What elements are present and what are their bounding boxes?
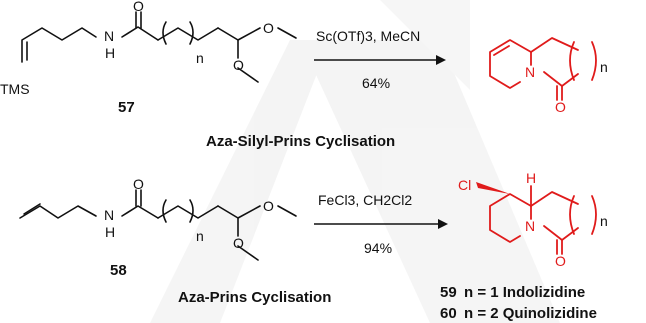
product-60-desc: n = 2 Quinolizidine (464, 305, 597, 322)
carbonyl-o-57: O (133, 0, 144, 14)
amide-n-58: N (104, 207, 114, 223)
repeat-n-product2: n (600, 213, 608, 229)
carbonyl-o-58: O (133, 176, 144, 192)
product-59-number: 59 (440, 284, 457, 301)
arrowhead-1 (436, 55, 446, 65)
methoxy-o1-58: O (263, 198, 274, 214)
ring-n-product2: N (525, 218, 535, 234)
amide-n-57: N (104, 28, 114, 44)
amide-h-58: H (105, 224, 115, 240)
title-aza-prins: Aza-Prins Cyclisation (178, 289, 331, 306)
title-aza-silyl-prins: Aza-Silyl-Prins Cyclisation (206, 133, 395, 150)
substrate-58 (19, 189, 297, 261)
ring-o-product1: O (555, 99, 566, 115)
yield-1: 64% (362, 75, 390, 91)
repeat-n-58: n (196, 228, 204, 244)
product-59-desc: n = 1 Indolizidine (464, 284, 585, 301)
repeat-n-57: n (196, 50, 204, 66)
conditions-1: Sc(OTf)3, MeCN (316, 28, 420, 44)
compound-number-57: 57 (118, 99, 135, 116)
ring-o-product2: O (555, 253, 566, 269)
ring-h-product2: H (526, 170, 536, 186)
product-59-60-unsaturated (489, 37, 597, 101)
tms-label: TMS (0, 81, 30, 97)
yield-2: 94% (364, 240, 392, 256)
ring-n-product1: N (525, 64, 535, 80)
methoxy-o1-57: O (263, 20, 274, 36)
chloro-label: Cl (458, 177, 471, 193)
methoxy-o2-57: O (233, 57, 244, 73)
product-60-number: 60 (440, 305, 457, 322)
watermark (150, 0, 560, 323)
conditions-2: FeCl3, CH2Cl2 (318, 192, 412, 208)
arrowhead-2 (438, 219, 448, 229)
compound-number-58: 58 (110, 262, 127, 279)
product-chloro-bicycle (476, 182, 597, 255)
substrate-57 (21, 11, 297, 83)
amide-h-57: H (105, 45, 115, 61)
methoxy-o2-58: O (233, 235, 244, 251)
repeat-n-product1: n (600, 59, 608, 75)
